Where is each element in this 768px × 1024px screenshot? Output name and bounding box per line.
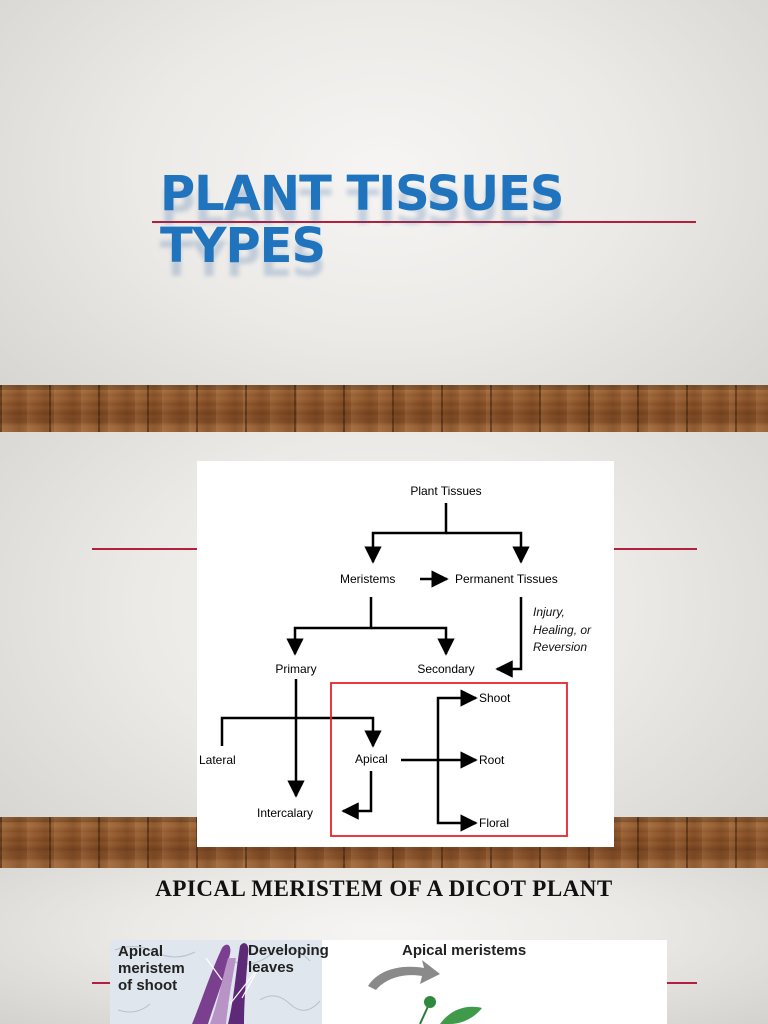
connector-apical-intercalary — [341, 771, 373, 820]
slide-divider-left — [92, 982, 112, 984]
connector-meristems-right — [371, 626, 455, 656]
label-apical-meristem: Apical meristem of shoot — [118, 943, 185, 994]
node-shoot: Shoot — [479, 691, 511, 705]
slide-3-title: APICAL MERISTEM OF A DICOT PLANT — [155, 876, 613, 901]
connector-meristems — [286, 597, 373, 656]
slide-divider-right — [667, 982, 697, 984]
connector-root — [364, 503, 448, 564]
note-line-2: Healing, or — [533, 623, 592, 637]
label-apical-line-2: meristem — [118, 960, 185, 977]
meristem-illustration — [110, 940, 482, 1024]
note-line-1: Injury, — [533, 605, 565, 619]
node-lateral: Lateral — [199, 753, 236, 767]
leaf-icon — [440, 1006, 482, 1024]
slide-1: PLANT TISSUES TYPES — [0, 0, 768, 432]
tissue-diagram: Plant Tissues Meristems Permanent Tissue… — [197, 461, 614, 847]
title-line-2: TYPES — [160, 218, 326, 274]
bracket-shoot — [436, 689, 478, 760]
label-apical-line-1: Apical — [118, 943, 164, 960]
node-apical: Apical — [355, 752, 388, 766]
label-dev-line-2: leaves — [248, 959, 294, 976]
meristem-bud-icon — [424, 996, 436, 1008]
bracket-floral — [436, 760, 478, 832]
node-intercalary: Intercalary — [257, 806, 313, 820]
note-line-3: Reversion — [533, 640, 587, 654]
label-developing-leaves: Developing leaves — [248, 942, 329, 976]
node-meristems: Meristems — [340, 572, 395, 586]
label-apical-meristems: Apical meristems — [402, 942, 527, 959]
connector-reversion — [495, 597, 523, 678]
wood-floor — [0, 385, 768, 432]
arrow-icon — [368, 960, 440, 990]
node-permanent-tissues: Permanent Tissues — [455, 572, 558, 586]
title-line-1: PLANT TISSUES — [160, 166, 564, 222]
label-apical-line-3: of shoot — [118, 977, 178, 994]
highlight-box — [330, 682, 568, 837]
node-plant-tissues: Plant Tissues — [410, 484, 481, 498]
node-secondary: Secondary — [417, 662, 474, 676]
connector-root-right — [446, 531, 530, 564]
label-dev-line-1: Developing — [248, 942, 329, 959]
micrograph-tissue-left — [192, 944, 231, 1024]
slide-divider-left — [92, 548, 198, 550]
slide-divider-right — [614, 548, 697, 550]
meristem-figure: Apical meristem of shoot Developing leav… — [110, 940, 667, 1024]
tissue-flowchart: Plant Tissues Meristems Permanent Tissue… — [199, 484, 592, 837]
micrograph-tissue-right — [228, 943, 249, 1024]
node-floral: Floral — [479, 816, 509, 830]
node-primary: Primary — [275, 662, 316, 676]
node-root: Root — [479, 753, 505, 767]
slide-title: PLANT TISSUES TYPES — [160, 166, 564, 274]
connector-primary-left — [220, 716, 382, 748]
title-underline — [152, 221, 696, 223]
